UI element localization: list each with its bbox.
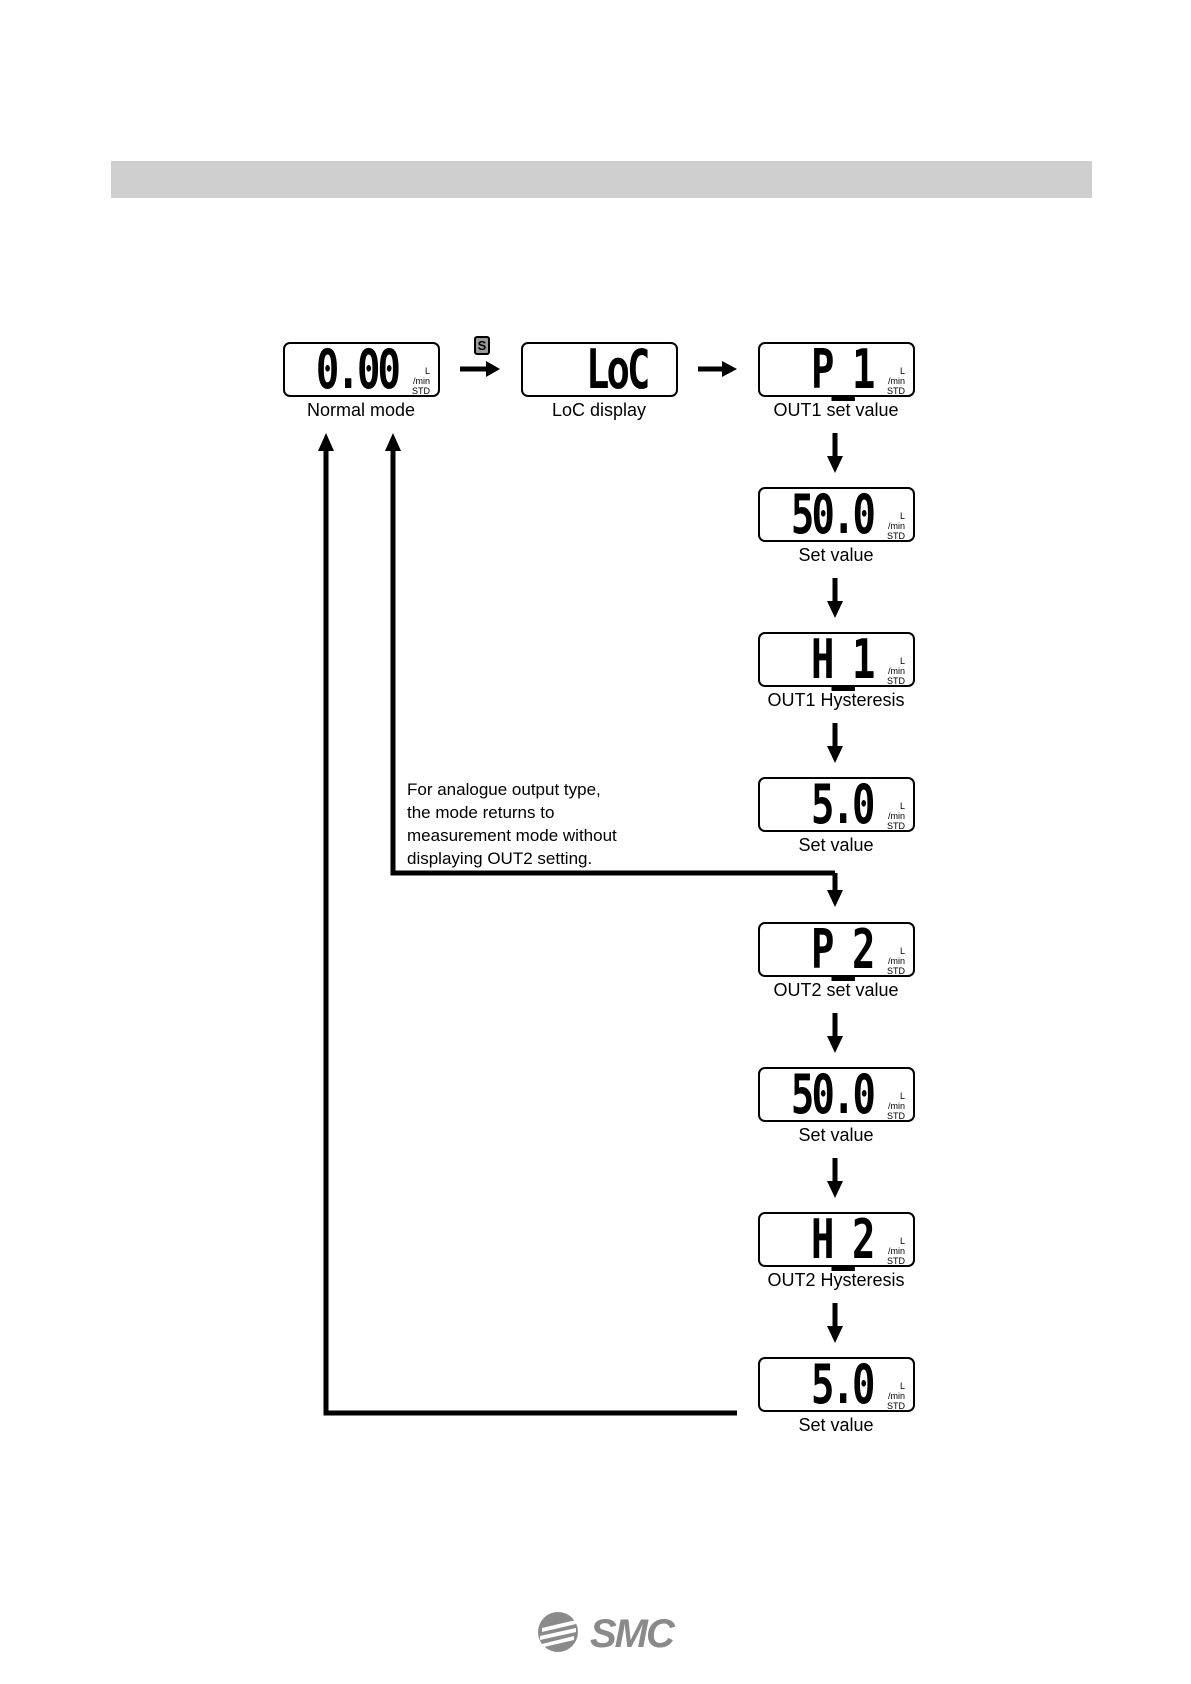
analogue-output-note: For analogue output type, the mode retur… — [407, 780, 617, 868]
lcd-out1-set: P_1 L /min STD — [758, 342, 915, 397]
return-line-main — [323, 449, 737, 1416]
caption-out1-hys-setvalue: Set value — [798, 835, 874, 855]
lcd-value: 5.0 — [811, 1353, 875, 1416]
lcd-value: 50.0 — [790, 483, 876, 546]
caption-out1-hysteresis: OUT1 Hysteresis — [767, 690, 905, 710]
s-button-icon: S — [474, 336, 490, 355]
lcd-out2-hys-setvalue: 5.0 L /min STD — [758, 1357, 915, 1412]
arrow-p1-to-setvalue — [827, 433, 843, 473]
return-line-analogue — [390, 449, 835, 876]
unit-label: L /min STD — [887, 801, 905, 831]
caption-out2-hysteresis: OUT2 Hysteresis — [767, 1270, 905, 1290]
arrow-setvalue-to-h2 — [827, 1158, 843, 1198]
lcd-value: H_2 — [811, 1208, 875, 1271]
smc-logo-icon — [538, 1612, 578, 1652]
lcd-out2-setvalue: 50.0 L /min STD — [758, 1067, 915, 1122]
lcd-value: P_1 — [811, 338, 875, 401]
arrow-setvalue-to-p2 — [827, 873, 843, 907]
caption-normal-mode: Normal mode — [306, 400, 416, 420]
unit-label: L /min STD — [887, 656, 905, 686]
unit-label: L /min STD — [887, 366, 905, 396]
unit-label: L /min STD — [887, 1236, 905, 1266]
lcd-value: 5.0 — [811, 773, 875, 836]
lcd-value: H_1 — [811, 628, 875, 691]
lcd-value: P_2 — [811, 918, 875, 981]
lcd-loc-display: LoC — [521, 342, 678, 397]
caption-out2-hys-setvalue: Set value — [798, 1415, 874, 1435]
lcd-out1-hysteresis: H_1 L /min STD — [758, 632, 915, 687]
unit-label: L /min STD — [887, 1381, 905, 1411]
lcd-value: 0.00 — [315, 338, 401, 401]
caption-out2-set: OUT2 set value — [773, 980, 899, 1000]
smc-logo-text: SMC — [590, 1612, 675, 1656]
lcd-normal-mode: 0.00 L /min STD — [283, 342, 440, 397]
arrow-h2-to-setvalue — [827, 1303, 843, 1343]
lcd-out2-hysteresis: H_2 L /min STD — [758, 1212, 915, 1267]
section-header-bar — [111, 161, 1092, 198]
unit-label: L /min STD — [412, 366, 430, 396]
arrow-p2-to-setvalue — [827, 1013, 843, 1053]
unit-label: L /min STD — [887, 946, 905, 976]
lcd-value: LoC — [586, 338, 650, 401]
lcd-out1-setvalue: 50.0 L /min STD — [758, 487, 915, 542]
caption-loc-display: LoC display — [551, 400, 647, 420]
arrow-h1-to-setvalue — [827, 723, 843, 763]
arrow-setvalue-to-h1 — [827, 578, 843, 618]
unit-label: L /min STD — [887, 511, 905, 541]
caption-out2-setvalue: Set value — [798, 1125, 874, 1145]
caption-out1-setvalue: Set value — [798, 545, 874, 565]
lcd-out1-hys-setvalue: 5.0 L /min STD — [758, 777, 915, 832]
lcd-value: 50.0 — [790, 1063, 876, 1126]
unit-label: L /min STD — [887, 1091, 905, 1121]
lcd-out2-set: P_2 L /min STD — [758, 922, 915, 977]
caption-out1-set: OUT1 set value — [773, 400, 899, 420]
